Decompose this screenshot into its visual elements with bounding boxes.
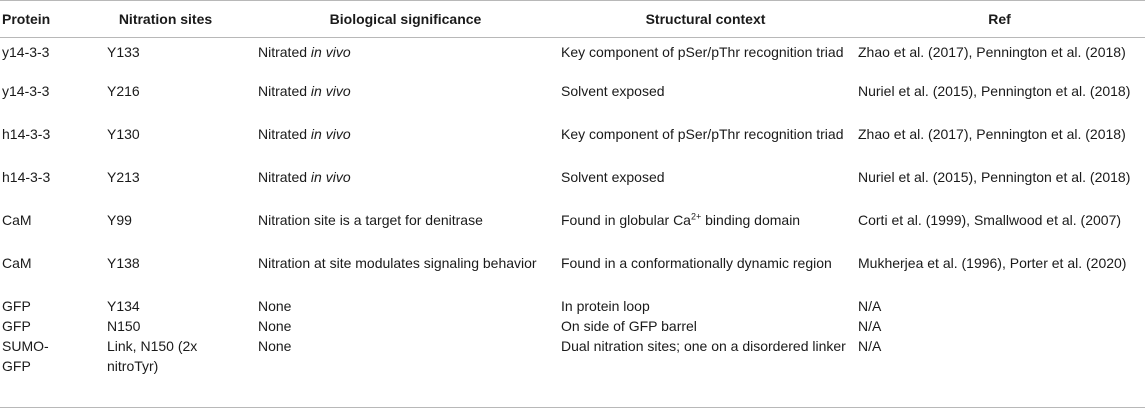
ref-cell: Zhao et al. (2017), Pennington et al. (2… <box>858 125 1126 142</box>
ref-cell: N/A <box>858 317 882 334</box>
significance-cell: Nitration at site modulates signaling be… <box>258 254 537 271</box>
significance-text: Nitrated <box>258 125 311 142</box>
table-body: y14-3-3 Y133 Nitrated in vivo Key compon… <box>0 38 1145 408</box>
table-row: SUMO-GFP Link, N150 (2x nitroTyr) None D… <box>0 336 1145 408</box>
header-ref: Ref <box>988 11 1011 27</box>
ref-cell: Nuriel et al. (2015), Pennington et al. … <box>858 168 1131 185</box>
ref-cell: N/A <box>858 337 882 354</box>
structural-cell: Found in globular Ca2+ binding domain <box>557 210 854 253</box>
protein-cell: h14-3-3 <box>2 168 51 185</box>
significance-italic: in vivo <box>310 82 351 99</box>
protein-cell: CaM <box>2 211 32 228</box>
structural-cell: Found in a conformationally dynamic regi… <box>561 254 832 271</box>
ref-cell: Mukherjea et al. (1996), Porter et al. (… <box>858 254 1127 271</box>
structural-cell: Solvent exposed <box>561 82 665 99</box>
table-row: CaM Y99 Nitration site is a target for d… <box>0 210 1145 253</box>
site-cell: Y134 <box>107 297 140 314</box>
table-row: CaM Y138 Nitration at site modulates sig… <box>0 253 1145 296</box>
significance-cell: None <box>258 337 292 354</box>
table-row: GFP N150 None On side of GFP barrel N/A <box>0 316 1145 336</box>
site-cell: Y216 <box>107 82 140 99</box>
protein-cell: SUMO-GFP <box>2 337 49 374</box>
site-cell: Y99 <box>107 211 132 228</box>
site-cell: N150 <box>107 317 141 334</box>
significance-cell: Nitrated in vivo <box>254 124 557 167</box>
charge-superscript: 2+ <box>690 210 702 221</box>
protein-cell: y14-3-3 <box>2 82 50 99</box>
protein-cell: h14-3-3 <box>2 125 51 142</box>
protein-cell: CaM <box>2 254 32 271</box>
structural-cell: Solvent exposed <box>561 168 665 185</box>
header-row: Protein Nitration sites Biological signi… <box>0 0 1145 38</box>
significance-text: Nitrated <box>258 168 311 185</box>
protein-cell: GFP <box>2 317 31 334</box>
protein-cell: GFP <box>2 297 31 314</box>
ref-cell: Corti et al. (1999), Smallwood et al. (2… <box>858 211 1122 228</box>
structural-cell: Dual nitration sites; one on a disordere… <box>561 337 846 354</box>
table-header: Protein Nitration sites Biological signi… <box>0 0 1145 38</box>
ref-cell: N/A <box>858 297 882 314</box>
significance-cell: Nitrated in vivo <box>254 81 557 124</box>
significance-cell: Nitrated in vivo <box>254 167 557 210</box>
significance-cell: Nitration site is a target for denitrase <box>254 210 557 253</box>
significance-cell: None <box>258 297 292 314</box>
structural-cell: In protein loop <box>561 297 650 314</box>
structural-text-tail: binding domain <box>701 211 801 228</box>
table-row: h14-3-3 Y130 Nitrated in vivo Key compon… <box>0 124 1145 167</box>
site-cell: Y133 <box>107 44 140 60</box>
significance-italic: in vivo <box>310 168 351 185</box>
table-row: y14-3-3 Y133 Nitrated in vivo Key compon… <box>0 38 1145 81</box>
significance-cell: None <box>258 317 292 334</box>
table-row: GFP Y134 None In protein loop N/A <box>0 296 1145 316</box>
ref-cell: Nuriel et al. (2015), Pennington et al. … <box>858 82 1131 99</box>
significance-text: Nitrated <box>258 82 311 99</box>
significance-cell: Nitrated in vivo <box>254 38 557 81</box>
table-row: h14-3-3 Y213 Nitrated in vivo Solvent ex… <box>0 167 1145 210</box>
header-biological-significance: Biological significance <box>329 11 482 27</box>
header-nitration-sites: Nitration sites <box>118 11 213 27</box>
significance-text: Nitrated <box>258 44 311 60</box>
header-structural-context: Structural context <box>645 11 766 27</box>
site-cell: Y138 <box>107 254 140 271</box>
structural-cell: Key component of pSer/pThr recognition t… <box>561 44 844 60</box>
table-row: y14-3-3 Y216 Nitrated in vivo Solvent ex… <box>0 81 1145 124</box>
protein-cell: y14-3-3 <box>2 44 50 60</box>
header-protein: Protein <box>2 11 51 27</box>
significance-italic: in vivo <box>310 44 351 60</box>
ref-cell: Zhao et al. (2017), Pennington et al. (2… <box>858 44 1126 60</box>
site-cell: Link, N150 (2x nitroTyr) <box>107 337 198 374</box>
significance-text: Nitration site is a target for denitrase <box>258 211 483 228</box>
structural-text: Found in globular Ca <box>561 211 691 228</box>
structural-cell: Key component of pSer/pThr recognition t… <box>561 125 844 142</box>
site-cell: Y213 <box>107 168 140 185</box>
site-cell: Y130 <box>107 125 140 142</box>
structural-cell: On side of GFP barrel <box>561 317 697 334</box>
significance-italic: in vivo <box>310 125 351 142</box>
